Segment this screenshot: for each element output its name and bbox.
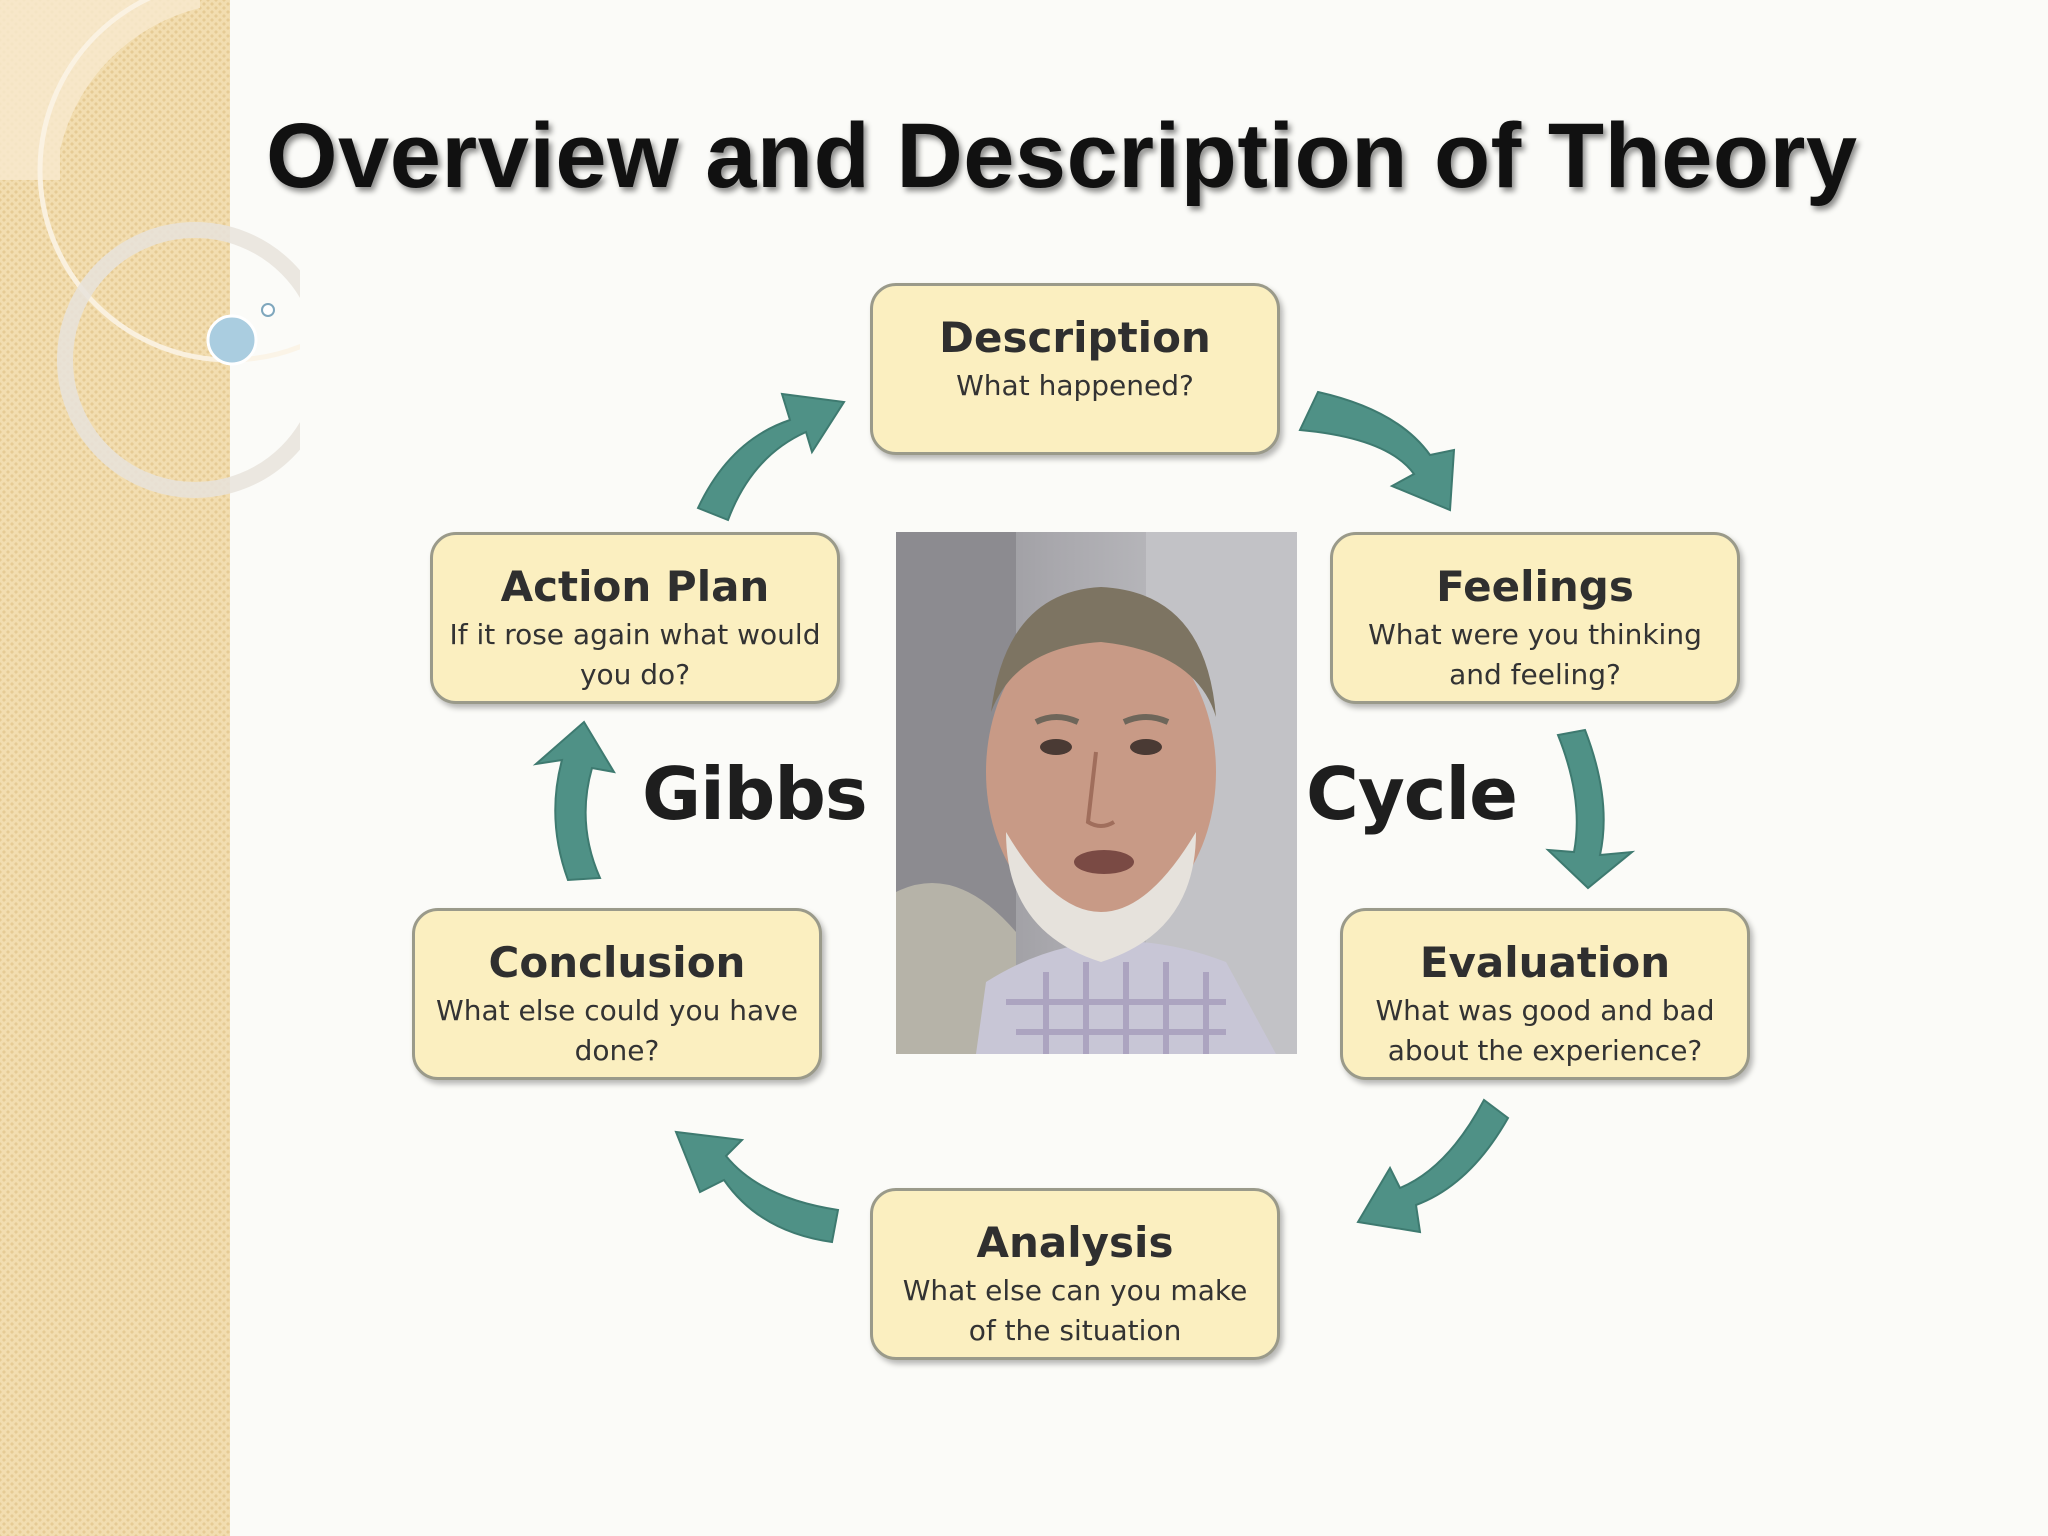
stage-question: What else could you have done? bbox=[436, 994, 798, 1067]
arrow-conclusion-to-action-plan bbox=[532, 720, 616, 882]
bubble-ornament bbox=[206, 314, 258, 366]
stage-title: Action Plan bbox=[500, 562, 770, 611]
decorative-circles bbox=[0, 0, 300, 498]
stage-title: Feelings bbox=[1436, 562, 1634, 611]
stage-title: Description bbox=[939, 313, 1211, 362]
stage-evaluation: Evaluation What was good and bad about t… bbox=[1340, 908, 1750, 1080]
stage-question: What was good and bad about the experien… bbox=[1375, 994, 1715, 1067]
stage-feelings: Feelings What were you thinking and feel… bbox=[1330, 532, 1740, 704]
stage-analysis: Analysis What else can you make of the s… bbox=[870, 1188, 1280, 1360]
arrow-feelings-to-evaluation bbox=[1545, 728, 1636, 890]
stage-description: Description What happened? bbox=[870, 283, 1280, 455]
cycle-label-cycle: Cycle bbox=[1306, 752, 1518, 836]
stage-title: Evaluation bbox=[1419, 938, 1671, 987]
stage-title: Conclusion bbox=[488, 938, 746, 987]
stage-title: Analysis bbox=[976, 1218, 1174, 1267]
cycle-label-gibbs: Gibbs bbox=[642, 752, 868, 836]
arrow-description-to-feelings bbox=[1298, 390, 1456, 512]
arrow-evaluation-to-analysis bbox=[1356, 1098, 1510, 1234]
portrait-photo bbox=[896, 532, 1297, 1054]
stage-action-plan: Action Plan If it rose again what would … bbox=[430, 532, 840, 704]
arrow-action-plan-to-description bbox=[696, 392, 846, 522]
arrow-analysis-to-conclusion bbox=[674, 1130, 840, 1244]
stage-question: What were you thinking and feeling? bbox=[1368, 618, 1702, 691]
stage-question: What happened? bbox=[956, 369, 1194, 402]
slide-title: Overview and Description of Theory bbox=[266, 104, 1858, 207]
stage-question: What else can you make of the situation bbox=[902, 1274, 1248, 1347]
stage-conclusion: Conclusion What else could you have done… bbox=[412, 908, 822, 1080]
stage-question: If it rose again what would you do? bbox=[449, 618, 821, 691]
